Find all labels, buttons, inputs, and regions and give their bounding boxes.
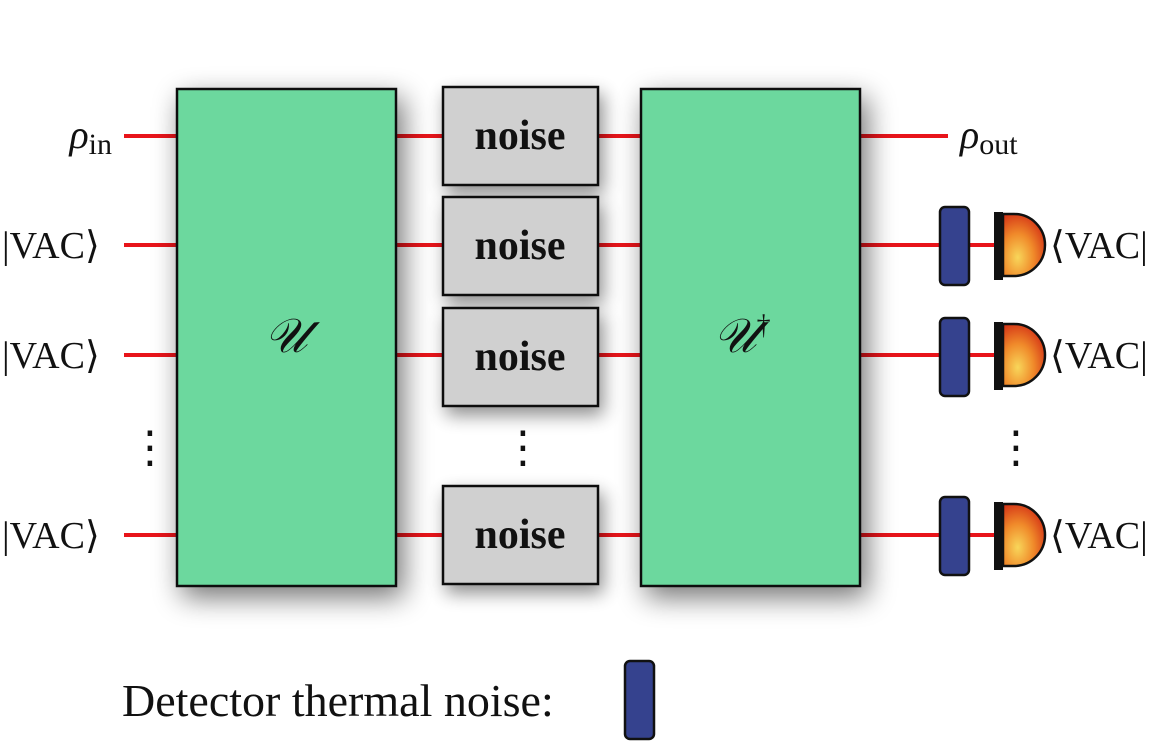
photodetector-icon — [1001, 322, 1047, 388]
legend: Detector thermal noise: — [122, 659, 656, 741]
noise-label: noise — [474, 334, 565, 380]
svg-text:ρout: ρout — [958, 112, 1018, 161]
detector-row-2: ⟨VAC| — [938, 316, 1148, 398]
noise-block-1: noise — [441, 85, 600, 187]
noise-label: noise — [474, 113, 565, 159]
detector-bar — [994, 322, 1003, 390]
ellipsis-inputs: ⋮ — [128, 422, 172, 473]
unitary-dagger-block: 𝒰† — [639, 87, 862, 588]
vac-ket-1: |VAC⟩ — [2, 225, 100, 267]
detector-thermal-noise-icon — [938, 205, 971, 287]
detector-thermal-noise-icon — [938, 495, 971, 577]
rho-in-subscript: in — [89, 128, 112, 161]
noise-label: noise — [474, 223, 565, 269]
photodetector-icon — [1001, 502, 1047, 568]
wires — [124, 134, 1000, 537]
photodetector-icon — [1001, 212, 1047, 278]
noise-block-2: noise — [441, 195, 600, 297]
ellipsis-noise: ⋮ — [501, 422, 545, 473]
rho-out-subscript: out — [979, 128, 1018, 161]
rho-in-symbol: ρ — [67, 112, 88, 157]
vac-bra-1: ⟨VAC| — [1050, 225, 1148, 267]
detector-bar — [994, 502, 1003, 570]
noise-block-n: noise — [441, 484, 600, 586]
detector-thermal-noise-icon — [938, 316, 971, 398]
vac-ket-n: |VAC⟩ — [2, 515, 100, 557]
detector-row-n: ⟨VAC| — [938, 495, 1148, 577]
legend-thermal-noise-icon — [623, 659, 656, 741]
rho-out-symbol: ρ — [958, 112, 979, 157]
legend-text: Detector thermal noise: — [122, 675, 554, 726]
vac-bra-2: ⟨VAC| — [1050, 335, 1148, 377]
noise-label: noise — [474, 512, 565, 558]
noise-block-3: noise — [441, 306, 600, 408]
dagger-symbol: † — [757, 310, 771, 341]
ellipsis-outputs: ⋮ — [994, 422, 1038, 473]
svg-text:ρin: ρin — [67, 112, 112, 161]
vac-ket-2: |VAC⟩ — [2, 335, 100, 377]
detector-row-1: ⟨VAC| — [938, 205, 1148, 287]
unitary-block: 𝒰 — [175, 87, 398, 588]
detector-bar — [994, 212, 1003, 280]
vac-bra-n: ⟨VAC| — [1050, 515, 1148, 557]
